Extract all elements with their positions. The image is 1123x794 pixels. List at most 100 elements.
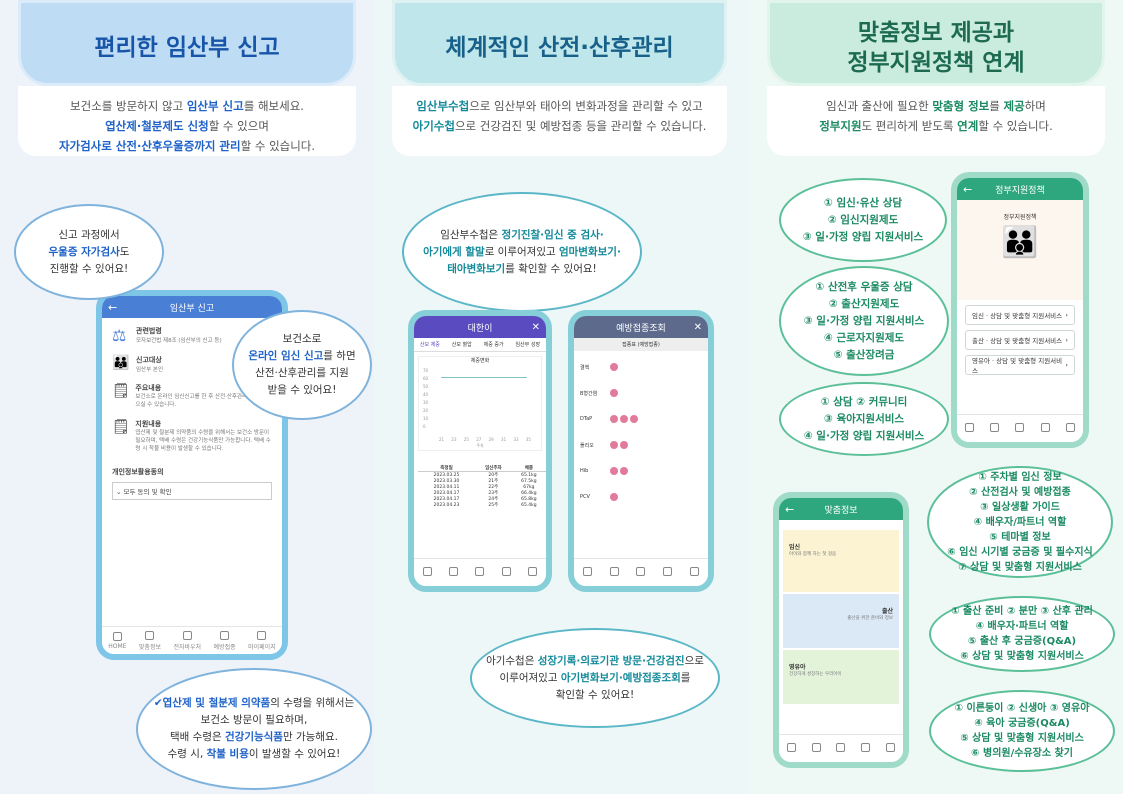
tab-growth[interactable]: 임산부 성장 xyxy=(515,342,541,348)
chevron-down-icon: ⌄ xyxy=(116,488,124,496)
nav-vaccination[interactable] xyxy=(1040,423,1050,434)
panel-description: 보건소를 방문하지 않고 임산부 신고를 해보세요. 엽산제·철분제도 신청할 … xyxy=(18,86,356,156)
panel-description: 임산부수첩으로 임산부와 태아의 변화과정을 관리할 수 있고 아기수첩으로 건… xyxy=(392,86,727,156)
close-icon[interactable]: ✕ xyxy=(531,321,540,333)
close-icon[interactable]: ✕ xyxy=(693,321,702,333)
nav-custom-info[interactable] xyxy=(811,743,821,754)
nav-mypage[interactable]: 마이페이지 xyxy=(248,630,276,651)
nav-voucher[interactable] xyxy=(636,567,646,578)
back-icon[interactable]: ← xyxy=(785,502,795,516)
family-illustration-icon: 👪 xyxy=(1001,225,1039,260)
nav-mypage[interactable] xyxy=(1065,423,1075,434)
bottom-nav xyxy=(779,734,903,762)
list-item: PCV xyxy=(580,484,702,510)
policy-birth-button[interactable]: 출산 · 상담 및 맞춤형 지원서비스› xyxy=(965,330,1075,350)
callout-pregnancy-notebook: 임산부수첩은 정기진찰·임신 중 검사·아기에게 할말로 이루어져있고 엄마변화… xyxy=(402,192,642,312)
panel-description: 임신과 출산에 필요한 맞춤형 정보를 제공하며 정부지원도 편리하게 받도록 … xyxy=(767,86,1105,156)
nav-voucher[interactable]: 전자바우처 xyxy=(173,630,201,651)
nav-mypage[interactable] xyxy=(886,743,896,754)
nav-vaccination[interactable] xyxy=(663,567,673,578)
back-icon[interactable]: ← xyxy=(963,182,973,196)
scale-icon: ⚖ xyxy=(112,326,127,345)
tab-weight-gain[interactable]: 체중 증가 xyxy=(483,342,504,348)
chevron-right-icon: › xyxy=(1065,336,1068,344)
policy-pregnancy-button[interactable]: 임신 · 상담 및 맞춤형 지원서비스› xyxy=(965,305,1075,325)
nav-home[interactable] xyxy=(582,567,592,578)
nav-vaccination[interactable]: 예방접종 xyxy=(214,630,236,651)
nav-home[interactable] xyxy=(422,567,432,578)
document-icon: 🗒 xyxy=(112,419,130,435)
panel-prenatal-care: 체계적인 산전·산후관리 임산부수첩으로 임산부와 태아의 변화과정을 관리할 … xyxy=(374,0,749,794)
list-item: B형간염 xyxy=(580,380,702,406)
tab-blood-pressure[interactable]: 산모 혈압 xyxy=(451,342,472,348)
weight-line xyxy=(441,377,527,378)
vaccination-grid: 결핵 B형간염 DTaP 폴리오 Hib PCV xyxy=(574,351,708,513)
list-item: DTaP xyxy=(580,406,702,432)
list-item: Hib xyxy=(580,458,702,484)
tab-weight[interactable]: 산모 체중 xyxy=(419,342,440,348)
policy-banner: 정부지원정책👪 xyxy=(957,200,1083,300)
nav-home[interactable]: HOME xyxy=(108,631,126,650)
policy-infant-button[interactable]: 영유아 · 상담 및 맞춤형 지원서비스› xyxy=(965,355,1075,375)
nav-vaccination[interactable] xyxy=(501,567,511,578)
bottom-nav: HOME 맞춤정보 전자바우처 예방접종 마이페이지 xyxy=(102,626,282,654)
nav-voucher[interactable] xyxy=(836,743,846,754)
phone-government-policy: ←정부지원정책 정부지원정책👪 임신 · 상담 및 맞춤형 지원서비스› 출산 … xyxy=(951,172,1089,448)
nav-mypage[interactable] xyxy=(528,567,538,578)
nav-home[interactable] xyxy=(965,423,975,434)
nav-custom-info[interactable] xyxy=(609,567,619,578)
chevron-right-icon: › xyxy=(1065,311,1068,319)
nav-custom-info[interactable] xyxy=(449,567,459,578)
nav-home[interactable] xyxy=(786,743,796,754)
panel-header: 편리한 임산부 신고 xyxy=(18,0,356,86)
panel-pregnancy-report: 편리한 임산부 신고 보건소를 방문하지 않고 임산부 신고를 해보세요. 엽산… xyxy=(0,0,374,794)
bottom-nav xyxy=(414,558,546,586)
people-icon: 👪 xyxy=(112,355,130,371)
nav-voucher[interactable] xyxy=(475,567,485,578)
back-icon[interactable]: ← xyxy=(108,300,118,314)
chevron-right-icon: › xyxy=(1065,361,1068,369)
list-item: 결핵 xyxy=(580,354,702,380)
bottom-nav xyxy=(957,414,1083,442)
nav-mypage[interactable] xyxy=(690,567,700,578)
list-item: 폴리오 xyxy=(580,432,702,458)
consent-title: 개인정보활용동의 xyxy=(112,468,164,476)
nav-vaccination[interactable] xyxy=(861,743,871,754)
nav-custom-info[interactable]: 맞춤정보 xyxy=(139,630,161,651)
document-icon: 🗒 xyxy=(112,383,130,399)
check-icon: ✔ xyxy=(153,697,163,709)
panel-header: 체계적인 산전·산후관리 xyxy=(392,0,727,86)
bottom-nav xyxy=(574,558,708,586)
agree-all-checkbox[interactable]: ⌄ 모두 동의 및 확인 xyxy=(112,482,272,500)
nav-custom-info[interactable] xyxy=(990,423,1000,434)
nav-voucher[interactable] xyxy=(1015,423,1025,434)
